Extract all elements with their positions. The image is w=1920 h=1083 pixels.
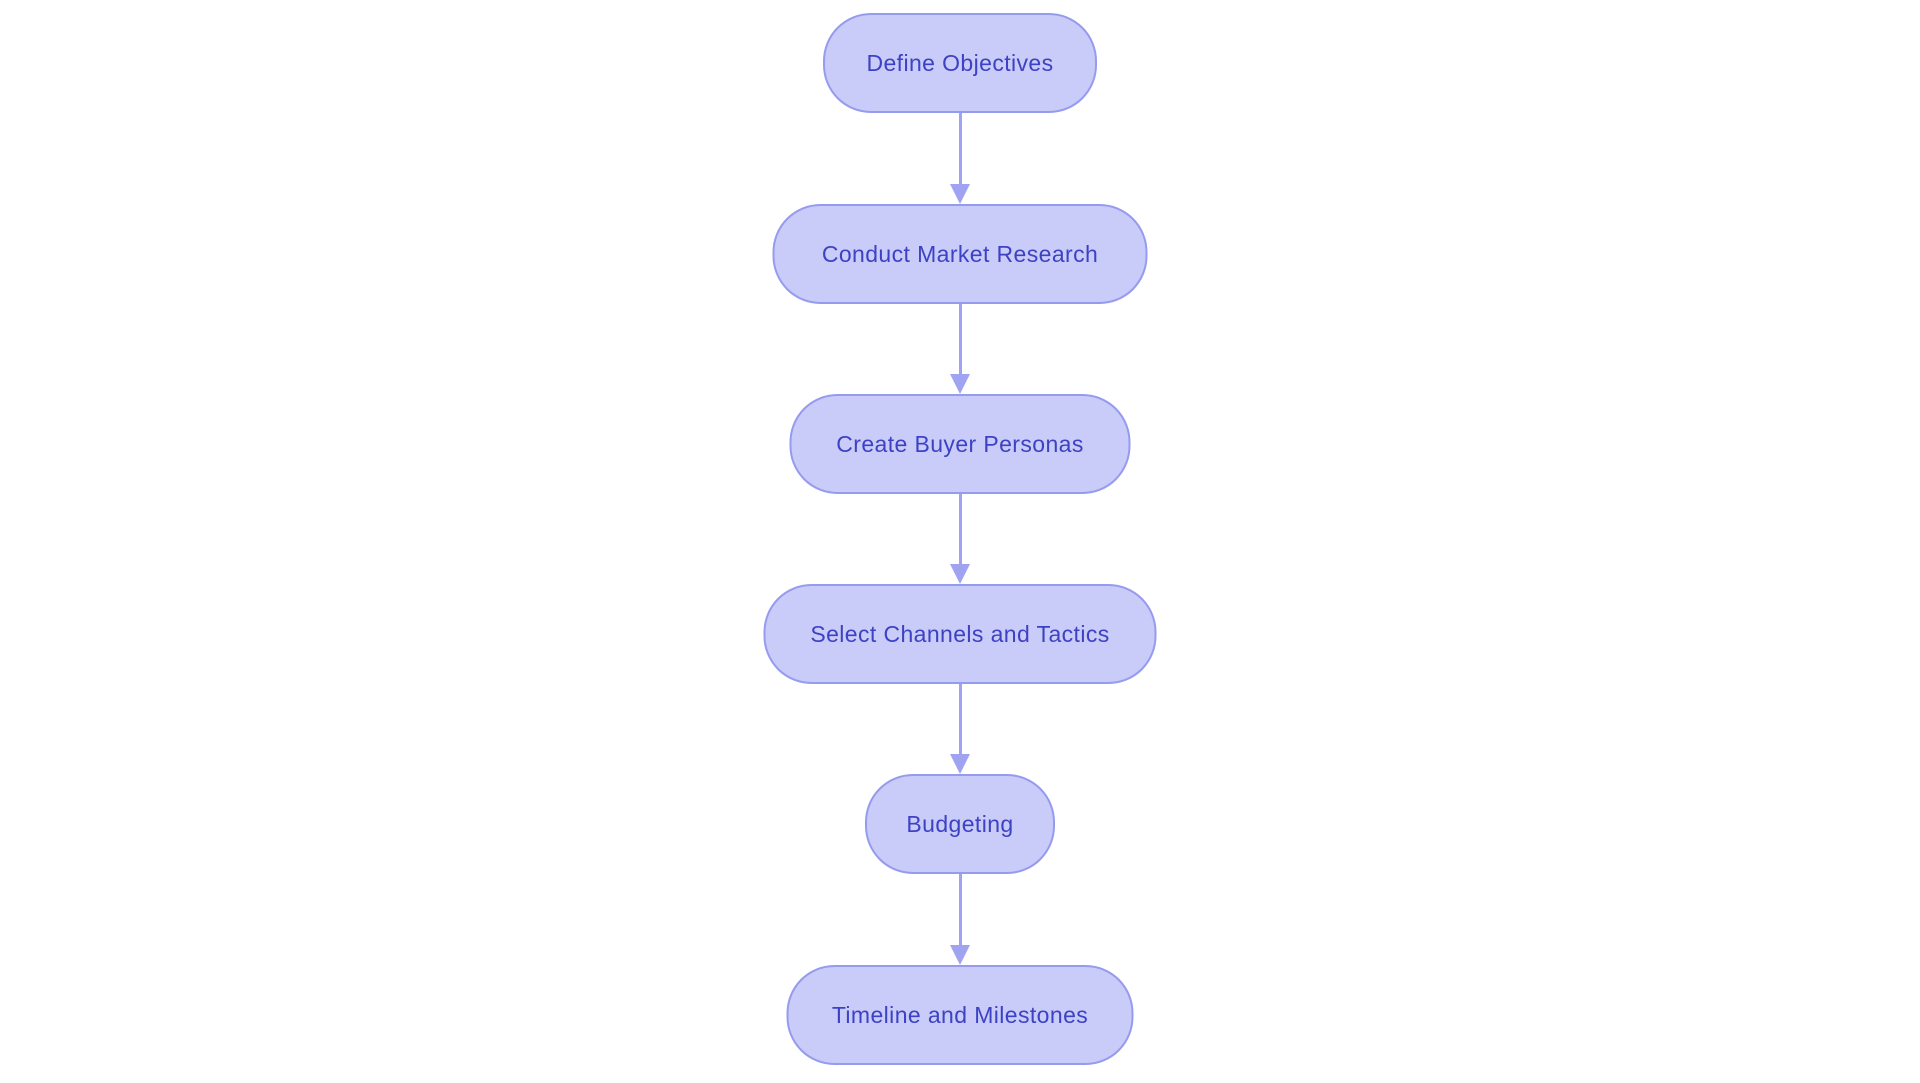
- flow-arrow-4: [950, 684, 970, 774]
- node-label: Select Channels and Tactics: [810, 620, 1110, 647]
- arrowhead-down-icon: [950, 754, 970, 774]
- flowchart-node-conduct-market-research: Conduct Market Research: [772, 204, 1148, 304]
- arrow-line: [958, 874, 962, 945]
- arrowhead-down-icon: [950, 564, 970, 584]
- flowchart-node-select-channels-and-tactics: Select Channels and Tactics: [763, 584, 1157, 684]
- flowchart-node-create-buyer-personas: Create Buyer Personas: [789, 394, 1131, 494]
- arrow-line: [958, 494, 962, 564]
- node-label: Conduct Market Research: [821, 240, 1099, 267]
- flow-arrow-3: [950, 494, 970, 584]
- node-label: Create Buyer Personas: [836, 430, 1084, 457]
- node-label: Timeline and Milestones: [831, 1001, 1089, 1028]
- arrow-line: [958, 304, 962, 374]
- flowchart-node-budgeting: Budgeting: [865, 774, 1055, 874]
- arrowhead-down-icon: [950, 945, 970, 965]
- node-label: Budgeting: [906, 810, 1014, 837]
- arrow-line: [958, 684, 962, 754]
- flow-arrow-5: [950, 874, 970, 965]
- arrowhead-down-icon: [950, 184, 970, 204]
- flowchart-node-define-objectives: Define Objectives: [823, 13, 1097, 113]
- flowchart-node-timeline-and-milestones: Timeline and Milestones: [786, 965, 1134, 1065]
- arrowhead-down-icon: [950, 374, 970, 394]
- flow-arrow-2: [950, 304, 970, 394]
- arrow-line: [958, 113, 962, 184]
- flow-arrow-1: [950, 113, 970, 204]
- node-label: Define Objectives: [866, 49, 1054, 76]
